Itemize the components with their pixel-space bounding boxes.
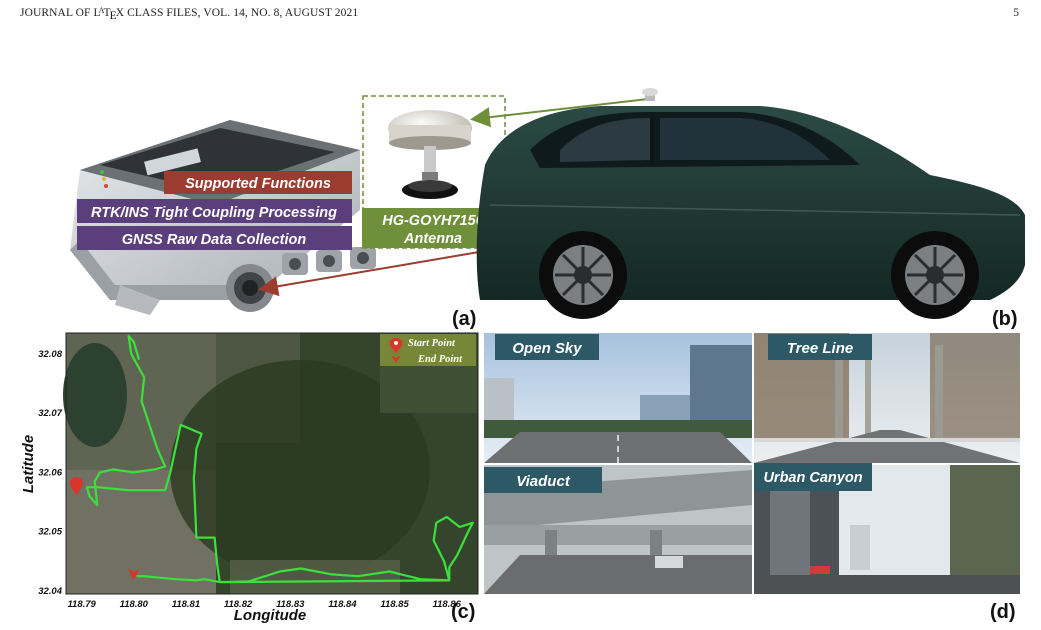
x-tick-label: 118.86 bbox=[433, 599, 462, 610]
start-point-marker bbox=[70, 477, 83, 496]
y-tick-label: 32.08 bbox=[38, 349, 62, 360]
y-tick-label: 32.07 bbox=[38, 408, 62, 419]
svg-text:Antenna: Antenna bbox=[403, 231, 462, 247]
y-tick-label: 32.05 bbox=[38, 527, 62, 538]
svg-text:RTK/INS Tight Coupling Process: RTK/INS Tight Coupling Processing bbox=[91, 205, 337, 221]
satellite-map bbox=[63, 333, 478, 594]
svg-text:Viaduct: Viaduct bbox=[516, 473, 571, 490]
trajectory-line bbox=[85, 334, 474, 584]
y-axis-title: Latitude bbox=[20, 435, 37, 493]
x-tick-label: 118.82 bbox=[224, 599, 253, 610]
function-rtk-ins-label: RTK/INS Tight Coupling Processing bbox=[77, 199, 352, 223]
antenna-arrow bbox=[470, 98, 649, 128]
function-gnss-raw-label: GNSS Raw Data Collection bbox=[77, 226, 352, 250]
legend-end-label: End Point bbox=[417, 354, 463, 365]
scene-label-urban-canyon: Urban Canyon bbox=[754, 463, 872, 491]
panel-c-tag: (c) bbox=[451, 601, 475, 623]
legend-start-label: Start Point bbox=[408, 338, 456, 349]
end-point-marker bbox=[127, 568, 140, 581]
supported-functions-label: Supported Functions bbox=[164, 171, 352, 194]
x-tick-label: 118.79 bbox=[67, 599, 96, 610]
x-tick-label: 118.84 bbox=[328, 599, 357, 610]
svg-text:Tree Line: Tree Line bbox=[787, 340, 853, 357]
page-number: 5 bbox=[1013, 7, 1019, 19]
x-tick-label: 118.85 bbox=[380, 599, 409, 610]
map-legend: Start Point End Point bbox=[380, 334, 476, 366]
panel-d-tag: (d) bbox=[990, 601, 1016, 623]
x-axis-title: Longitude bbox=[234, 607, 306, 624]
start-point-legend-icon bbox=[389, 338, 403, 353]
running-header: JOURNAL OF LATEX CLASS FILES, VOL. 14, N… bbox=[20, 6, 359, 22]
svg-text:Open Sky: Open Sky bbox=[512, 340, 582, 357]
scene-label-tree-line: Tree Line bbox=[768, 334, 872, 360]
antenna-image bbox=[388, 110, 472, 199]
svg-text:GNSS Raw Data Collection: GNSS Raw Data Collection bbox=[122, 232, 307, 248]
svg-text:Urban Canyon: Urban Canyon bbox=[763, 470, 862, 486]
y-tick-label: 32.06 bbox=[38, 467, 62, 478]
x-tick-label: 118.81 bbox=[172, 599, 200, 610]
panel-a-tag: (a) bbox=[452, 308, 476, 330]
y-tick-label: 32.04 bbox=[38, 586, 62, 597]
map-frame bbox=[65, 332, 479, 595]
scene-label-viaduct: Viaduct bbox=[484, 467, 602, 493]
x-tick-label: 118.80 bbox=[120, 599, 149, 610]
receiver-device-image bbox=[70, 120, 376, 315]
trajectory-markers bbox=[70, 477, 140, 581]
x-tick-label: 118.83 bbox=[276, 599, 305, 610]
vehicle-image bbox=[476, 88, 1026, 319]
svg-text:Supported Functions: Supported Functions bbox=[185, 176, 331, 192]
trajectory-series bbox=[85, 334, 474, 584]
scene-label-open-sky: Open Sky bbox=[495, 334, 599, 360]
end-point-legend-icon bbox=[391, 355, 401, 363]
axis-ticks: 118.79 118.80 118.81 118.82 118.83 118.84 118.… bbox=[38, 349, 461, 610]
svg-text:HG-GOYH7156: HG-GOYH7156 bbox=[382, 213, 484, 229]
panel-b-tag: (b) bbox=[992, 308, 1018, 330]
